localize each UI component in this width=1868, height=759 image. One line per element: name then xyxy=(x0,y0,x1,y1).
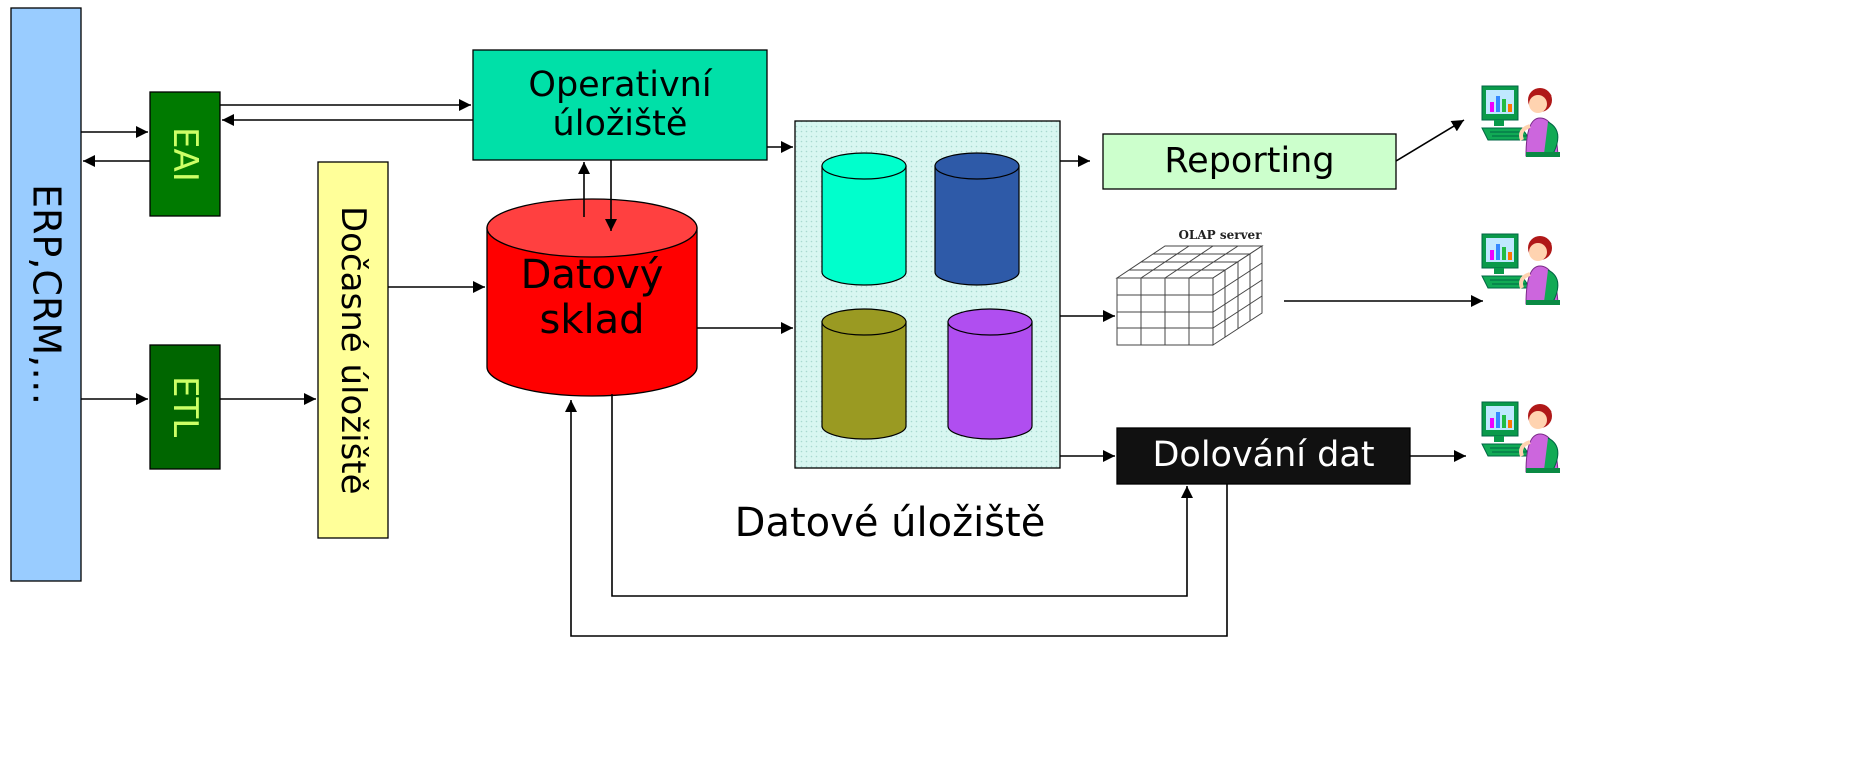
user-at-computer-icon xyxy=(1480,232,1562,307)
data-mart-cylinder-3 xyxy=(821,308,907,440)
arrow-dwh-to-mining xyxy=(611,394,1193,597)
olap-cube-icon xyxy=(1115,245,1264,346)
staging-box xyxy=(317,161,389,539)
erp-crm-source-box xyxy=(10,7,82,582)
ods-box xyxy=(472,49,768,161)
data-mart-cylinder-2 xyxy=(934,152,1020,286)
data-mining-box xyxy=(1116,427,1411,485)
data-mart-cylinder-4 xyxy=(947,308,1033,440)
data-mart-cylinder-1 xyxy=(821,152,907,286)
user-at-computer-icon xyxy=(1480,400,1562,475)
dwh-top xyxy=(486,198,698,258)
eai-box xyxy=(149,91,221,217)
connectors xyxy=(81,99,1483,637)
dwh-body xyxy=(486,227,698,397)
etl-box xyxy=(149,344,221,470)
arrow-mining-to-dwh xyxy=(565,400,1228,637)
user-at-computer-icon xyxy=(1480,84,1562,159)
arrow-reporting-to-user xyxy=(1395,119,1465,162)
data-warehouse-cylinder xyxy=(486,198,698,397)
reporting-box xyxy=(1102,133,1397,190)
